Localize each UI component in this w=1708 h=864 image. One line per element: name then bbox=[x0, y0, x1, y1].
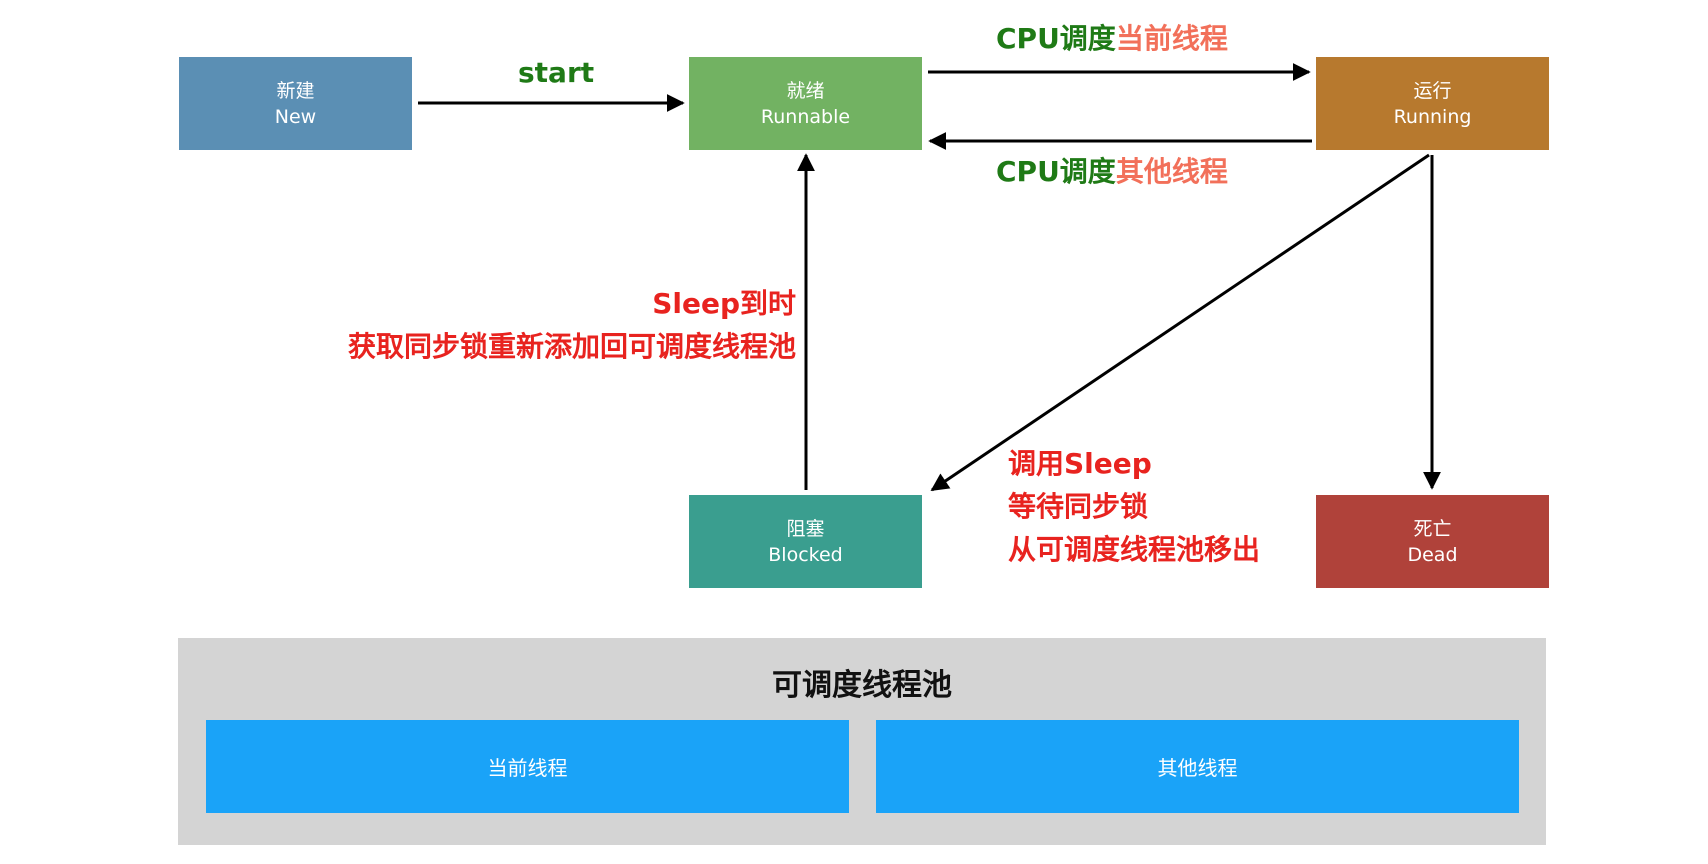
label-wake-line2: 获取同步锁重新添加回可调度线程池 bbox=[347, 330, 796, 363]
state-dead: 死亡 Dead bbox=[1316, 495, 1549, 588]
label-cpu-current: CPU调度当前线程 bbox=[996, 22, 1228, 56]
label-cpu-other: CPU调度其他线程 bbox=[996, 155, 1228, 189]
label-cpu-other-suffix: 其他线程 bbox=[1115, 155, 1228, 188]
state-runnable-en: Runnable bbox=[760, 105, 851, 128]
label-block: 调用Sleep 等待同步锁 从可调度线程池移出 bbox=[1008, 442, 1260, 571]
state-runnable-zh: 就绪 bbox=[786, 79, 825, 102]
thread-pool: 可调度线程池 当前线程 其他线程 bbox=[178, 638, 1546, 845]
state-blocked: 阻塞 Blocked bbox=[689, 495, 922, 588]
state-new: 新建 New bbox=[179, 57, 412, 150]
thread-pool-title: 可调度线程池 bbox=[772, 668, 952, 703]
pool-item-other-threads: 其他线程 bbox=[876, 720, 1519, 813]
state-running-zh: 运行 bbox=[1413, 79, 1452, 102]
state-runnable: 就绪 Runnable bbox=[689, 57, 922, 150]
state-running-en: Running bbox=[1393, 105, 1472, 128]
label-block-line3: 从可调度线程池移出 bbox=[1008, 533, 1261, 566]
state-new-zh: 新建 bbox=[276, 79, 315, 102]
label-cpu-other-prefix: CPU调度 bbox=[996, 155, 1116, 188]
state-dead-en: Dead bbox=[1407, 543, 1458, 566]
label-wake-line1: Sleep到时 bbox=[652, 287, 796, 320]
state-blocked-zh: 阻塞 bbox=[786, 517, 825, 540]
label-start: start bbox=[518, 56, 595, 89]
label-cpu-current-suffix: 当前线程 bbox=[1115, 22, 1228, 55]
label-wake: Sleep到时 获取同步锁重新添加回可调度线程池 bbox=[348, 282, 796, 368]
state-blocked-en: Blocked bbox=[768, 543, 843, 566]
state-new-en: New bbox=[274, 105, 317, 128]
pool-item-current-thread: 当前线程 bbox=[206, 720, 849, 813]
arrow-running-to-blocked bbox=[930, 153, 1430, 492]
state-running: 运行 Running bbox=[1316, 57, 1549, 150]
label-block-line1: 调用Sleep bbox=[1008, 447, 1152, 480]
label-cpu-current-prefix: CPU调度 bbox=[996, 22, 1116, 55]
state-dead-zh: 死亡 bbox=[1413, 517, 1452, 540]
label-block-line2: 等待同步锁 bbox=[1008, 490, 1149, 523]
